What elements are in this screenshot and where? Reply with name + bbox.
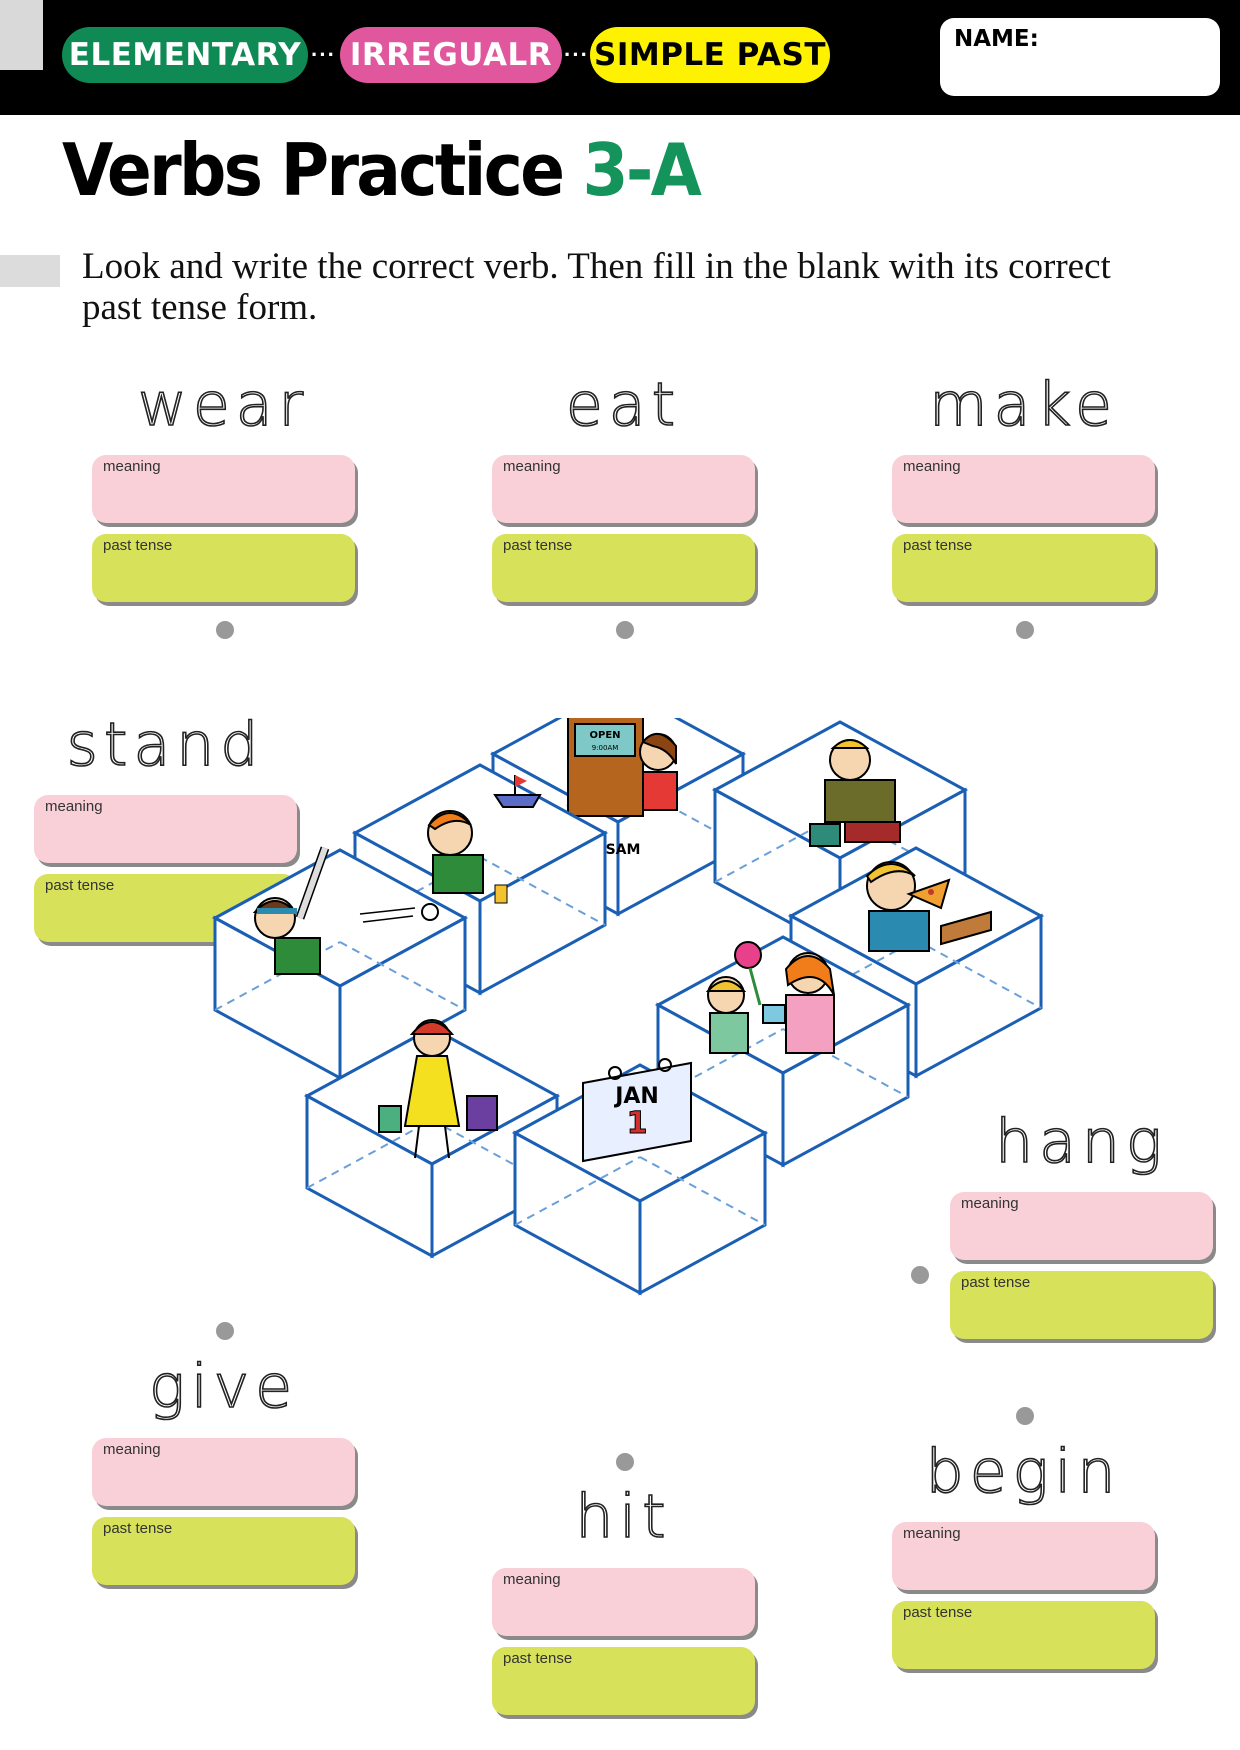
traced-word-wear: wear [137,369,310,441]
past-tense-box-eat[interactable]: past tense [492,534,755,602]
connector-dot-wear [216,621,234,639]
meaning-label: meaning [903,458,961,475]
calendar-day: 1 [627,1106,648,1141]
name-label: NAME: [954,26,1039,52]
past-tense-label: past tense [103,537,173,554]
calendar-month: JAN [613,1084,659,1109]
meaning-label: meaning [103,1441,161,1458]
past-tense-label: past tense [103,1520,173,1537]
picture-box-girls-flower [656,935,910,1167]
traced-word-eat: eat [565,369,682,441]
instruction-text: Look and write the correct verb. Then fi… [82,246,1111,328]
traced-word-make: make [928,369,1118,441]
connector-dot-begin [1016,1407,1034,1425]
connector-dot-eat [616,621,634,639]
picture-box-girl-baseball [213,846,467,1080]
traced-word-begin: begin [925,1436,1122,1508]
illustration-boxes: OPEN 9:00AM SAM [213,718,1043,1295]
meaning-box-eat[interactable]: meaning [492,455,755,523]
topic-tag: SIMPLE PAST [590,27,830,83]
level-tag: ELEMENTARY [62,27,308,83]
meaning-box-give[interactable]: meaning [92,1438,355,1506]
picture-box-open-sign: OPEN 9:00AM SAM [491,718,745,916]
past-tense-box-hang[interactable]: past tense [950,1271,1213,1339]
title-main: Verbs Practice [62,128,565,212]
past-tense-box-give[interactable]: past tense [92,1517,355,1585]
past-tense-box-hit[interactable]: past tense [492,1647,755,1715]
meaning-box-begin[interactable]: meaning [892,1522,1155,1590]
meaning-box-make[interactable]: meaning [892,455,1155,523]
page-title: Verbs Practice 3-A [62,128,702,212]
picture-box-boy-pizza [789,846,1043,1078]
meaning-label: meaning [103,458,161,475]
meaning-label: meaning [503,1571,561,1588]
tag-connector: ··· [311,42,336,67]
past-tense-label: past tense [503,537,573,554]
tag-connector: ··· [564,42,589,67]
past-tense-label: past tense [903,1604,973,1621]
picture-box-boy-socks [713,720,967,952]
connector-dot-hit [616,1453,634,1471]
meaning-label: meaning [45,798,103,815]
traced-word-hit: hit [575,1481,672,1553]
sign-time-text: 9:00AM [592,744,619,752]
connector-dot-give [216,1322,234,1340]
past-tense-label: past tense [45,877,115,894]
past-tense-label: past tense [903,537,973,554]
corner-tab [0,0,43,70]
meaning-box-hang[interactable]: meaning [950,1192,1213,1260]
picture-box-calendar: JAN 1 [513,1058,767,1295]
picture-box-boy-boat [353,763,607,995]
past-tense-label: past tense [503,1650,573,1667]
mirrored-date-text: SAM [606,842,641,858]
meaning-label: meaning [903,1525,961,1542]
meaning-label: meaning [961,1195,1019,1212]
traced-word-give: give [148,1351,299,1423]
meaning-box-stand[interactable]: meaning [34,795,297,863]
meaning-box-wear[interactable]: meaning [92,455,355,523]
category-tag: IRREGUALR [340,27,562,83]
title-number: 3-A [582,128,702,212]
connector-dot-make [1016,621,1034,639]
name-field[interactable]: NAME: [940,18,1220,96]
past-tense-label: past tense [961,1274,1031,1291]
connector-dot-hang [911,1266,929,1284]
past-tense-box-begin[interactable]: past tense [892,1601,1155,1669]
traced-word-stand: stand [66,709,265,781]
instruction-marker [0,255,60,287]
picture-box-girl-bags [305,1019,559,1258]
meaning-box-hit[interactable]: meaning [492,1568,755,1636]
meaning-label: meaning [503,458,561,475]
header-bar: ELEMENTARY ··· IRREGUALR ··· SIMPLE PAST… [0,0,1240,115]
past-tense-box-make[interactable]: past tense [892,534,1155,602]
sign-text: OPEN [589,730,620,741]
traced-word-hang: hang [994,1106,1168,1178]
past-tense-box-wear[interactable]: past tense [92,534,355,602]
